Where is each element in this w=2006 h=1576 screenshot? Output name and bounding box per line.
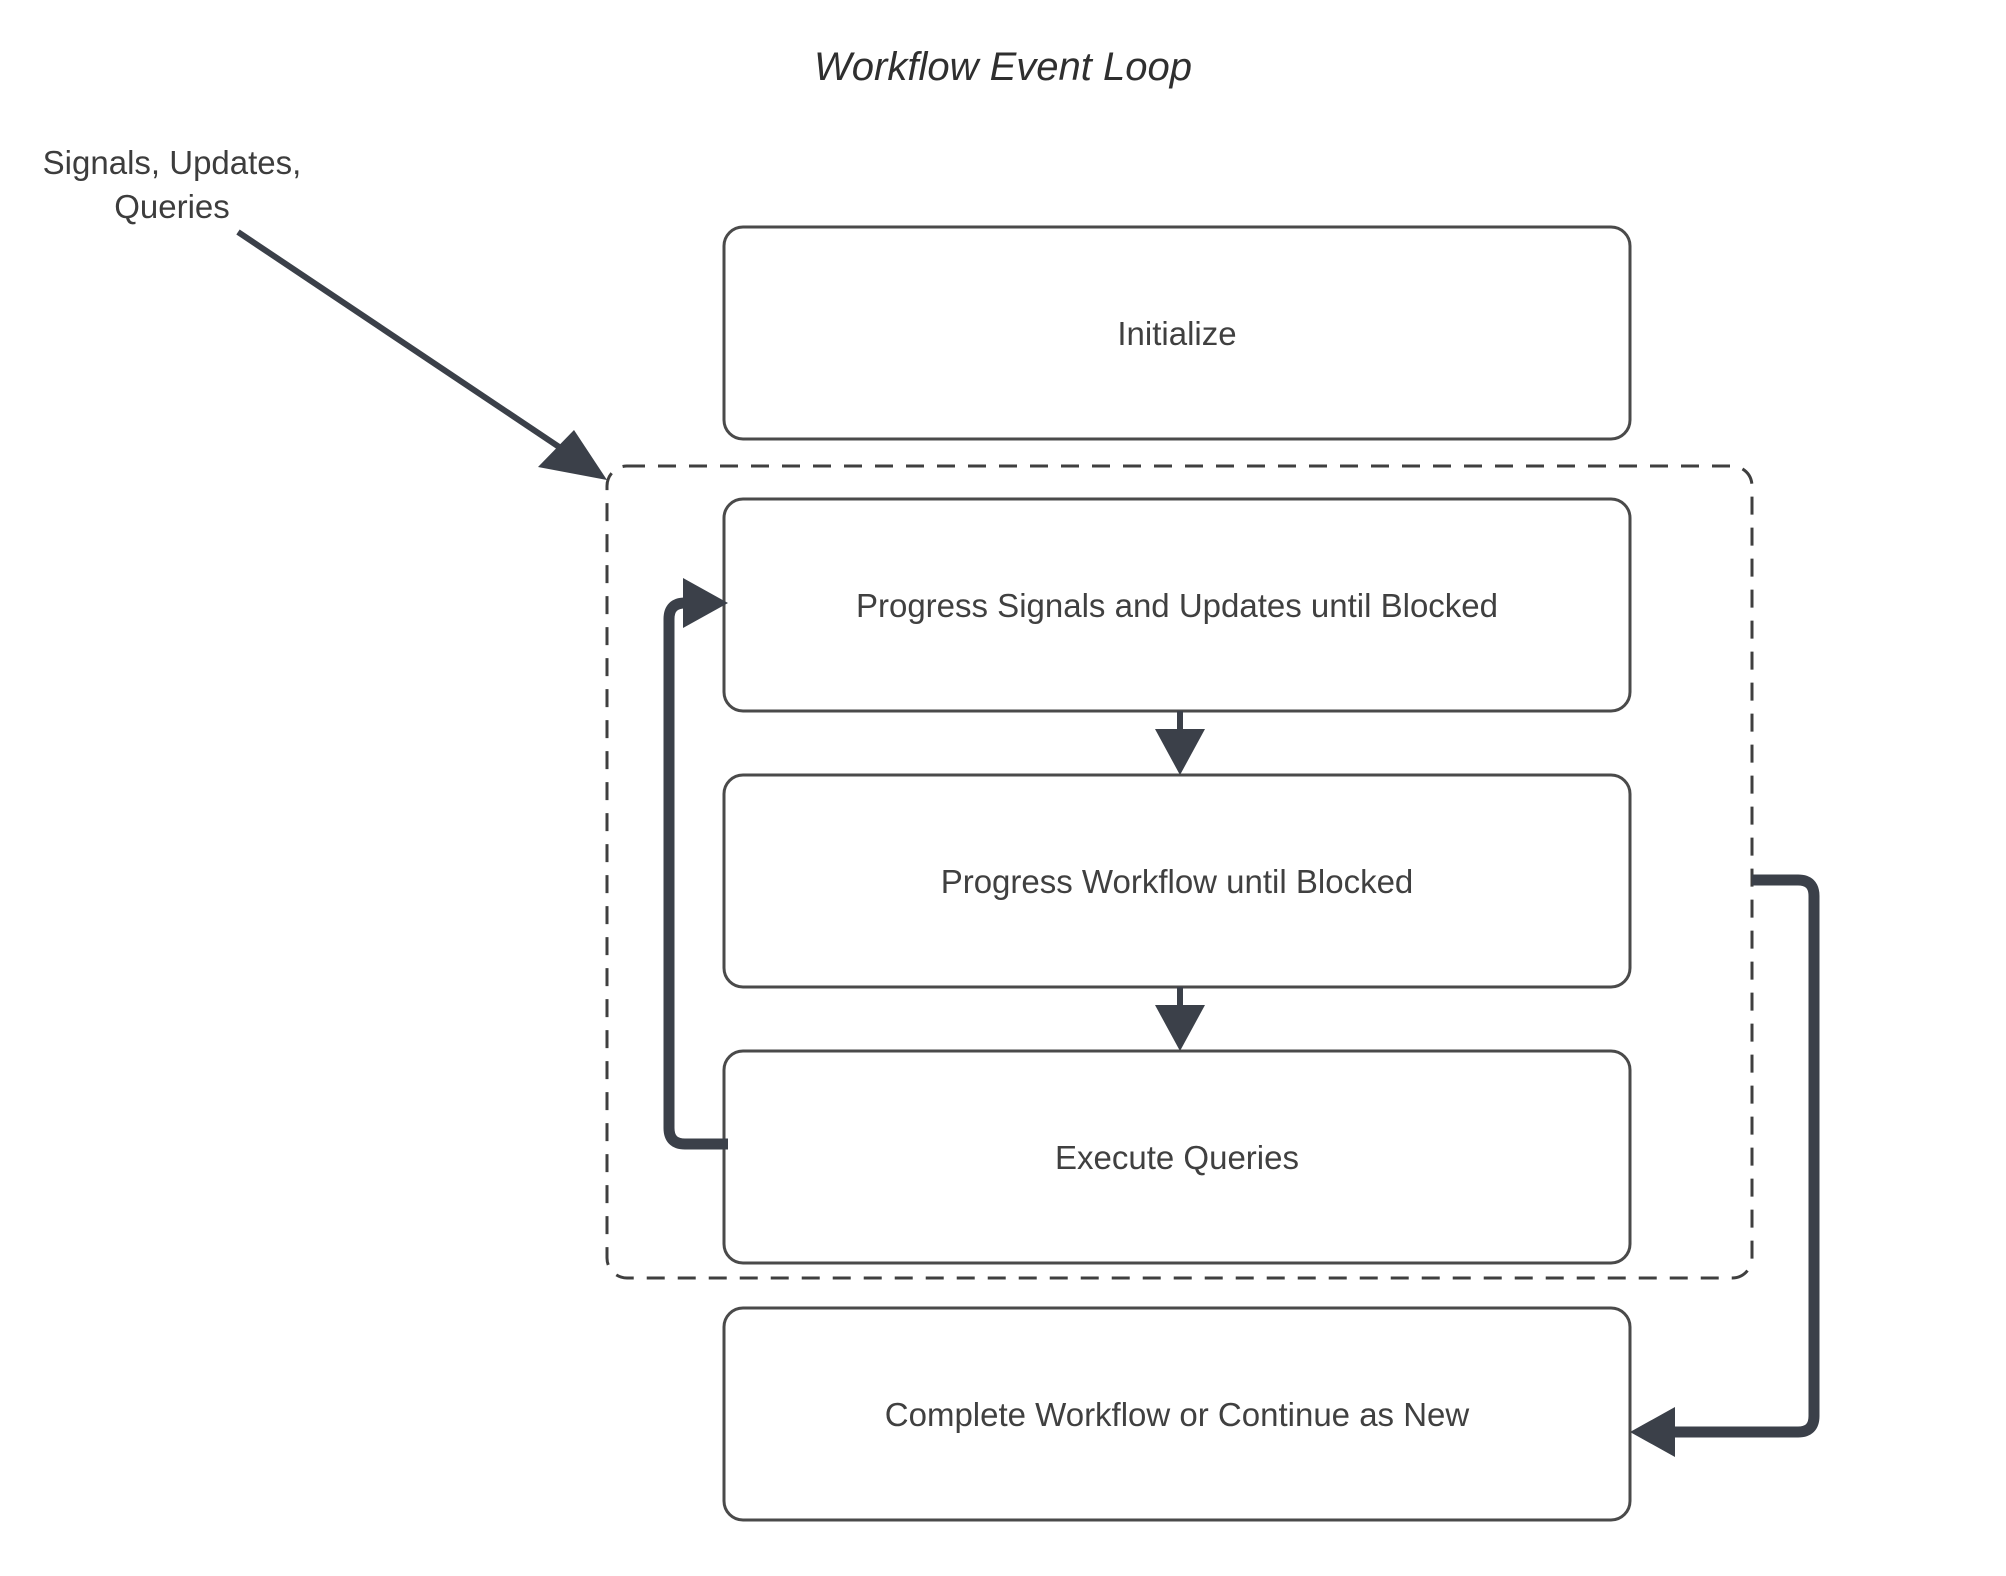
event-loop-group-container <box>605 464 1754 1280</box>
node-complete-workflow[interactable]: Complete Workflow or Continue as New <box>722 1306 1632 1522</box>
edge-external-input-to-group <box>236 229 607 480</box>
edge-progress-signals-to-progress-workflow <box>1155 711 1205 775</box>
edge-execute-queries-to-progress-signals-loop <box>663 578 728 1150</box>
node-progress-workflow[interactable]: Progress Workflow until Blocked <box>722 773 1632 989</box>
external-input-label-line2: Queries <box>114 188 230 225</box>
node-initialize-shape <box>722 225 1632 441</box>
diagram-title: Workflow Event Loop <box>814 45 1192 89</box>
node-progress-workflow-label: Progress Workflow until Blocked <box>941 863 1414 900</box>
edge-group-to-complete-workflow-loop <box>1630 874 1820 1457</box>
node-complete-workflow-shape <box>722 1306 1632 1522</box>
node-execute-queries-shape <box>722 1049 1632 1265</box>
node-execute-queries[interactable]: Execute Queries <box>722 1049 1632 1265</box>
node-progress-signals-label: Progress Signals and Updates until Block… <box>856 587 1498 624</box>
edge-progress-workflow-to-execute-queries <box>1155 987 1205 1051</box>
node-initialize[interactable]: Initialize <box>722 225 1632 441</box>
node-execute-queries-label: Execute Queries <box>1055 1139 1299 1176</box>
node-initialize-label: Initialize <box>1117 315 1236 352</box>
node-progress-signals[interactable]: Progress Signals and Updates until Block… <box>722 497 1632 713</box>
external-input-label-line1: Signals, Updates, <box>43 144 302 181</box>
node-complete-workflow-label: Complete Workflow or Continue as New <box>885 1396 1470 1433</box>
